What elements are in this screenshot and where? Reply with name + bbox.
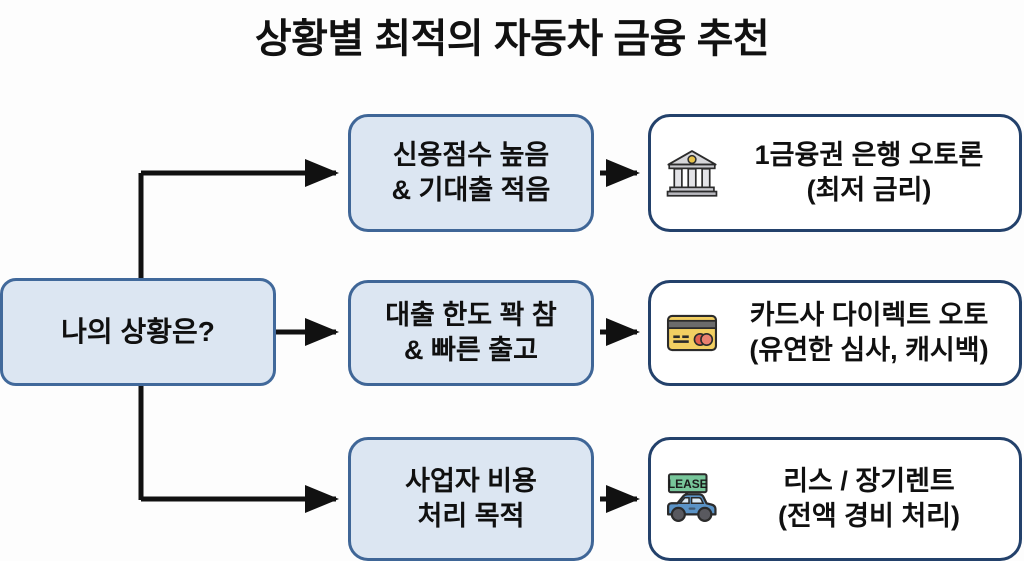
condition-node-1-label: 신용점수 높음 & 기대출 적음 (391, 139, 551, 205)
decision-node-root-label: 나의 상황은? (61, 315, 215, 347)
result-node-3-label: 리스 / 장기렌트 (전액 경비 처리) (777, 465, 961, 531)
result-node-1-content: 1금융권 은행 오토론 (최저 금리) (651, 138, 1019, 208)
lease-car-icon: LEASE (663, 470, 721, 528)
decision-node-root[interactable]: 나의 상황은? (0, 278, 276, 386)
condition-node-2[interactable]: 대출 한도 꽉 참 & 빠른 출고 (348, 280, 594, 386)
result-node-1-label: 1금융권 은행 오토론 (최저 금리) (754, 139, 984, 205)
result-node-2-label: 카드사 다이렉트 오토 (유연한 심사, 캐시백) (749, 299, 989, 365)
credit-card-icon (663, 304, 721, 362)
bank-building-icon (663, 144, 721, 202)
condition-node-2-label: 대출 한도 꽉 참 & 빠른 출고 (385, 299, 557, 365)
condition-node-3-label: 사업자 비용 처리 목적 (405, 465, 537, 531)
result-node-3[interactable]: LEASE 리스 / 장기렌트 (전액 경비 처리) (648, 437, 1022, 561)
result-node-3-content: LEASE 리스 / 장기렌트 (전액 경비 처리) (651, 464, 1019, 534)
result-node-1[interactable]: 1금융권 은행 오토론 (최저 금리) (648, 114, 1022, 232)
page-title: 상황별 최적의 자동차 금융 추천 (254, 17, 770, 61)
svg-text:LEASE: LEASE (668, 477, 708, 491)
condition-node-1[interactable]: 신용점수 높음 & 기대출 적음 (348, 114, 594, 232)
result-node-2-content: 카드사 다이렉트 오토 (유연한 심사, 캐시백) (651, 298, 1019, 368)
condition-node-3[interactable]: 사업자 비용 처리 목적 (348, 437, 594, 561)
result-node-2[interactable]: 카드사 다이렉트 오토 (유연한 심사, 캐시백) (648, 280, 1022, 386)
